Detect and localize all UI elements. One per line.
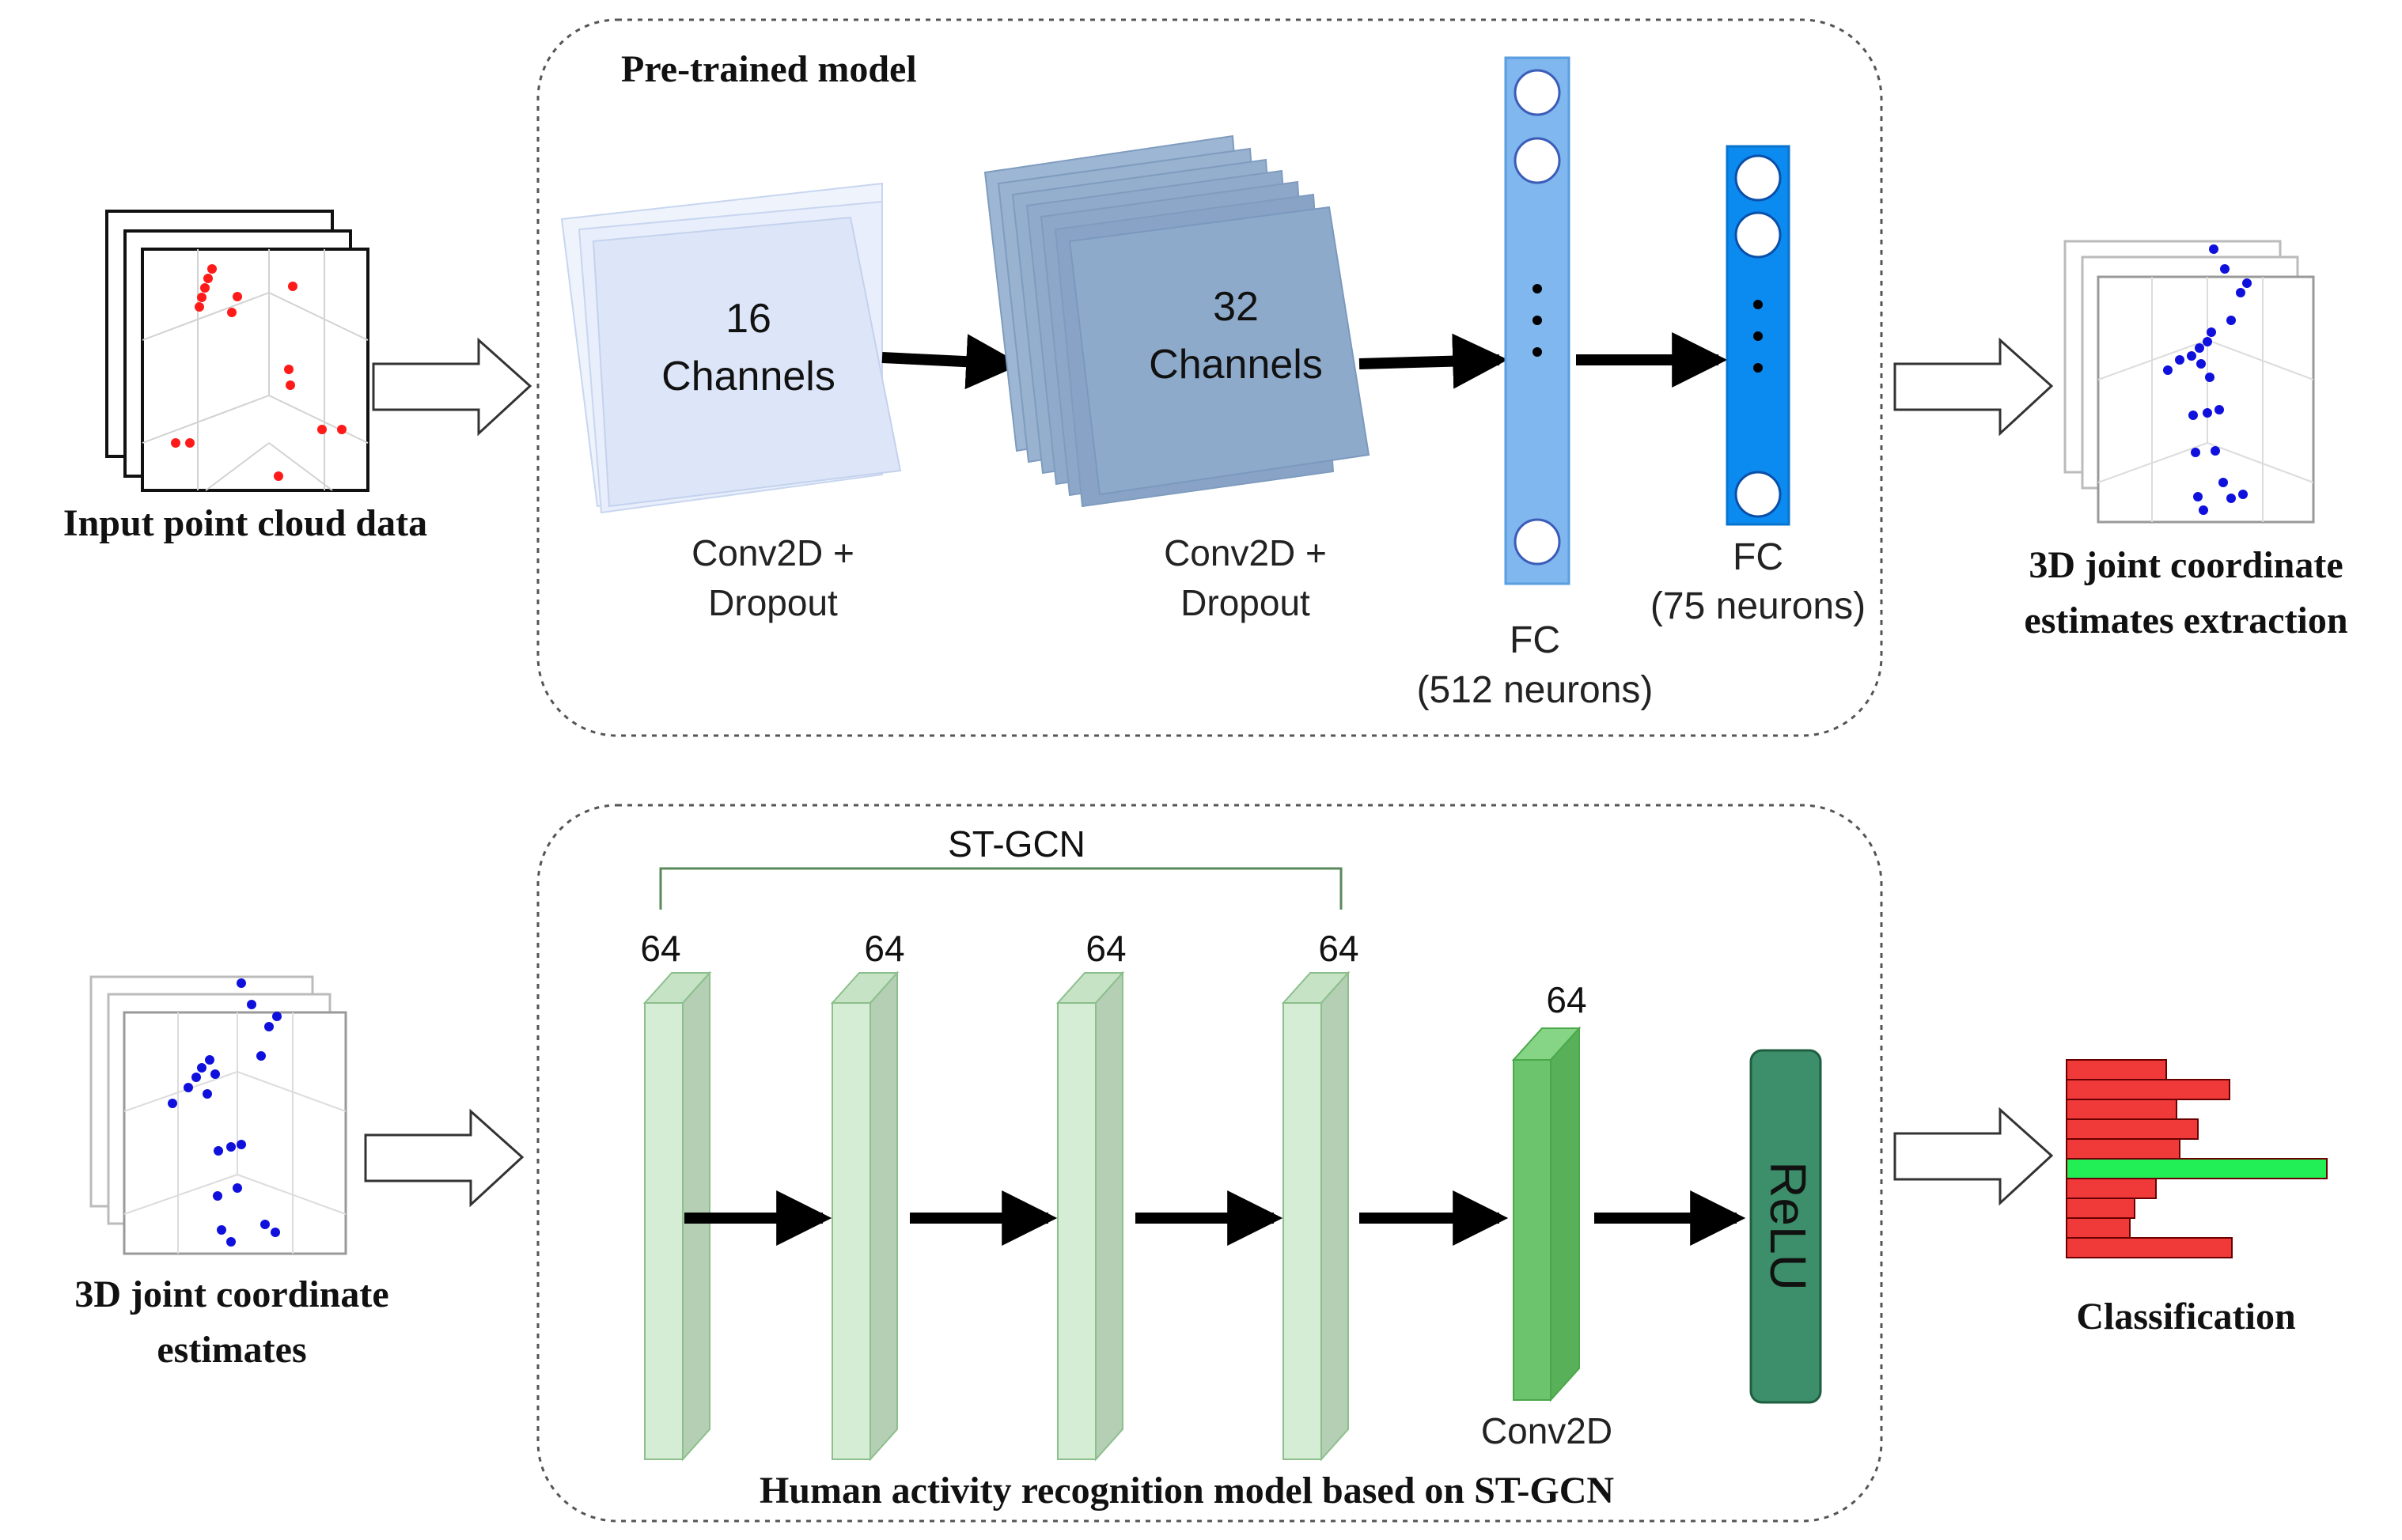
conv2d-label: Conv2D (1481, 1410, 1612, 1451)
fc1-label-line2: (512 neurons) (1417, 669, 1654, 711)
fc1-label-line1: FC (1510, 619, 1560, 661)
classification-bar (2066, 1178, 2157, 1199)
fc-75-layer (1726, 145, 1790, 526)
pretrained-model-panel (536, 18, 1883, 737)
fc-512-layer (1504, 56, 1570, 585)
conv1-channel-count: 16 (726, 296, 771, 342)
classification-bar-highlighted (2066, 1158, 2328, 1179)
conv2-caption-line2: Dropout (1180, 582, 1310, 623)
classification-bar (2066, 1059, 2167, 1080)
classification-bar (2066, 1198, 2135, 1219)
st-gcn-block-4 (1281, 971, 1351, 1462)
conv2-channel-unit: Channels (1149, 342, 1323, 388)
conv1-caption-line2: Dropout (708, 582, 838, 623)
classification-label: Classification (2076, 1296, 2295, 1338)
conv1-caption-line1: Conv2D + (691, 532, 854, 573)
input-point-cloud-frames (105, 210, 369, 492)
relu-label: ReLU (1760, 1161, 1817, 1291)
conv2-caption-line1: Conv2D + (1164, 532, 1327, 573)
st-gcn-bracket (659, 867, 1343, 910)
joint-estimate-frames-top (2063, 240, 2315, 524)
st-gcn-block-4-size: 64 (1318, 928, 1358, 969)
st-gcn-group-label: ST-GCN (948, 823, 1085, 865)
classification-bar (2066, 1237, 2233, 1258)
conv2d-size: 64 (1546, 979, 1586, 1020)
output-label-line2: estimates extraction (2024, 600, 2347, 641)
conv1-channel-unit: Channels (661, 354, 835, 399)
hollow-arrow-icon (1893, 1107, 2054, 1206)
st-gcn-block-3-size: 64 (1085, 928, 1126, 969)
joint-input-label-line2: estimates (157, 1329, 306, 1371)
conv2d-32-channels-stack (983, 134, 1370, 508)
classification-bar (2066, 1099, 2177, 1120)
arrow-conv1-to-conv2 (881, 334, 1022, 390)
conv2d-16-channels-stack (560, 182, 902, 514)
classification-bar (2066, 1118, 2199, 1140)
hollow-arrow-icon (1893, 337, 2054, 437)
input-point-cloud-label: Input point cloud data (63, 502, 427, 544)
classification-bar (2066, 1079, 2230, 1100)
conv2-channel-count: 32 (1213, 284, 1259, 330)
classification-bars (2066, 1059, 2328, 1258)
st-gcn-panel-title: Human activity recognition model based o… (760, 1470, 1614, 1512)
classification-bar (2066, 1138, 2180, 1160)
arrow-conv2-to-fc1 (1358, 333, 1509, 389)
relu-block (1749, 1049, 1822, 1404)
st-gcn-block-2-size: 64 (864, 928, 904, 969)
st-gcn-panel (536, 804, 1883, 1523)
st-gcn-block-2 (830, 971, 900, 1462)
point-cloud-dots (171, 264, 347, 481)
conv2d-block (1511, 1026, 1582, 1402)
joint-estimate-frames-bottom (89, 975, 347, 1255)
hollow-arrow-icon (364, 1108, 525, 1208)
fc2-label-line2: (75 neurons) (1650, 585, 1866, 627)
st-gcn-block-1-size: 64 (640, 928, 680, 969)
joint-input-label-line1: 3D joint coordinate (74, 1273, 388, 1315)
classification-bar (2066, 1217, 2131, 1239)
output-label-line1: 3D joint coordinate (2029, 544, 2343, 586)
hollow-arrow-icon (372, 337, 532, 437)
pretrained-model-title: Pre-trained model (621, 48, 917, 90)
fc2-label-line1: FC (1733, 536, 1783, 578)
st-gcn-block-3 (1055, 971, 1125, 1462)
